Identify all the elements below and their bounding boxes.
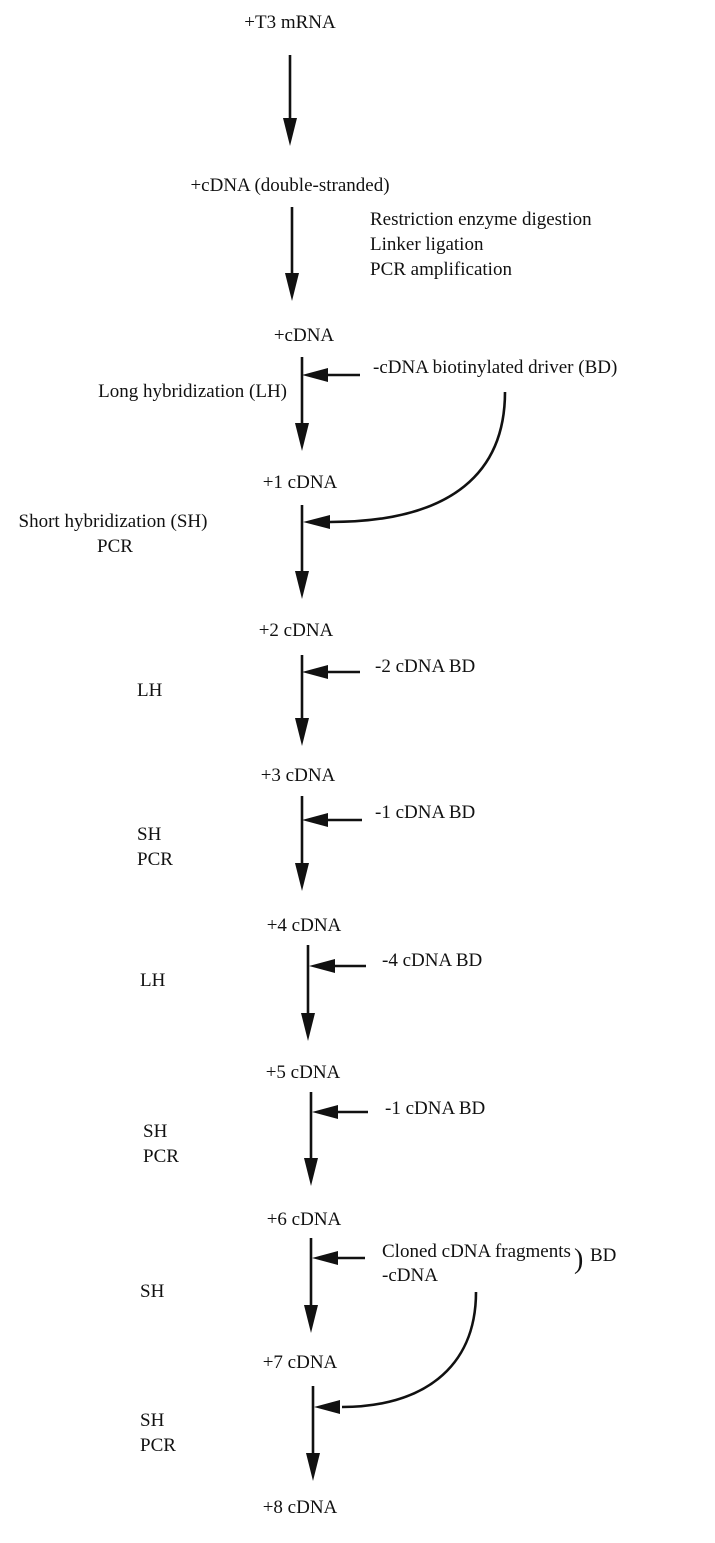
label-sh: SH [140,1281,165,1302]
arrow-down [295,357,309,451]
driver-2-cdna-bd: -2 cDNA BD [375,656,475,677]
step-restriction-digestion: Restriction enzyme digestion [370,209,592,230]
label-sh: SH [137,824,162,845]
label-lh: LH [140,970,166,991]
arrow-down [301,945,315,1041]
arrow-side [312,1105,368,1119]
arrow-down [295,655,309,746]
arrow-side [302,368,360,382]
node-4-cdna: +4 cDNA [267,915,342,936]
label-pcr: PCR [137,849,173,870]
arrow-down [304,1092,318,1186]
label-pcr: PCR [140,1435,176,1456]
node-1-cdna: +1 cDNA [263,472,338,493]
arrow-down [306,1386,320,1481]
label-long-hybridization: Long hybridization (LH) [98,381,287,402]
arrow-curved [303,391,507,529]
label-bd: BD [590,1245,616,1266]
node-cdna-double-stranded: +cDNA (double-stranded) [190,175,389,196]
label-sh: SH [143,1121,168,1142]
label-sh: SH [140,1410,165,1431]
arrow-side [312,1251,365,1265]
label-short-hybridization: Short hybridization (SH) [19,511,208,532]
node-5-cdna: +5 cDNA [266,1062,341,1083]
arrow-side [309,959,366,973]
label-pcr: PCR [143,1146,179,1167]
driver-cloned-fragments: Cloned cDNA fragments [382,1241,571,1262]
step-linker-ligation: Linker ligation [370,234,484,255]
node-3-cdna: +3 cDNA [261,765,336,786]
step-pcr-amplification: PCR amplification [370,259,512,280]
arrow-side [302,813,362,827]
arrow-down [295,505,309,599]
label-lh: LH [137,680,163,701]
node-8-cdna: +8 cDNA [263,1497,338,1518]
arrow-side [302,665,360,679]
driver-1-cdna-bd: -1 cDNA BD [375,802,475,823]
driver-4-cdna-bd: -4 cDNA BD [382,950,482,971]
driver-1-cdna-bd: -1 cDNA BD [385,1098,485,1119]
arrow-down [304,1238,318,1333]
arrow-down [283,55,297,146]
arrow-down [285,207,299,301]
driver-biotinylated: -cDNA biotinylated driver (BD) [373,357,617,378]
driver-minus-cdna: -cDNA [382,1265,438,1286]
label-pcr: PCR [97,536,133,557]
node-2-cdna: +2 cDNA [259,620,334,641]
arrow-curved [314,1291,478,1414]
bracket: ) [574,1244,583,1275]
node-t3-mrna: +T3 mRNA [244,12,336,33]
node-7-cdna: +7 cDNA [263,1352,338,1373]
node-cdna: +cDNA [274,325,335,346]
arrow-down [295,796,309,891]
node-6-cdna: +6 cDNA [267,1209,342,1230]
